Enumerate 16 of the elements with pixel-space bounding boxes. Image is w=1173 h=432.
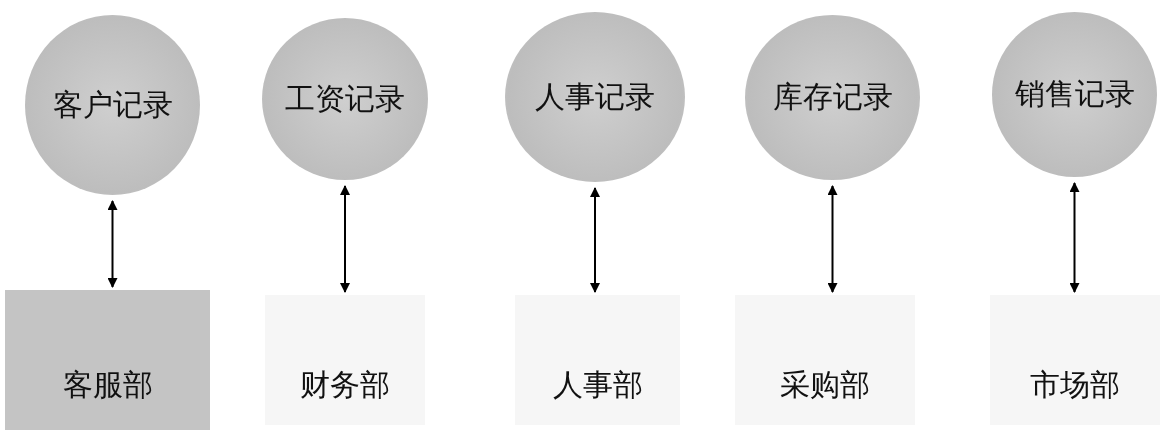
record-label: 销售记录 bbox=[1014, 75, 1135, 113]
record-label: 工资记录 bbox=[285, 79, 405, 118]
double-arrow bbox=[340, 185, 350, 293]
record-label: 人事记录 bbox=[535, 77, 655, 116]
department-label: 市场部 bbox=[1030, 365, 1120, 404]
department-label: 采购部 bbox=[780, 365, 870, 404]
department-label: 人事部 bbox=[552, 365, 643, 404]
double-arrow bbox=[1069, 182, 1080, 293]
record-label: 库存记录 bbox=[772, 78, 893, 116]
double-arrow bbox=[590, 187, 600, 293]
double-arrow bbox=[107, 200, 118, 288]
department-box bbox=[5, 290, 210, 430]
double-arrow bbox=[827, 185, 838, 293]
record-label: 客户记录 bbox=[52, 85, 173, 124]
department-label: 财务部 bbox=[300, 365, 390, 404]
department-label: 客服部 bbox=[62, 365, 153, 404]
